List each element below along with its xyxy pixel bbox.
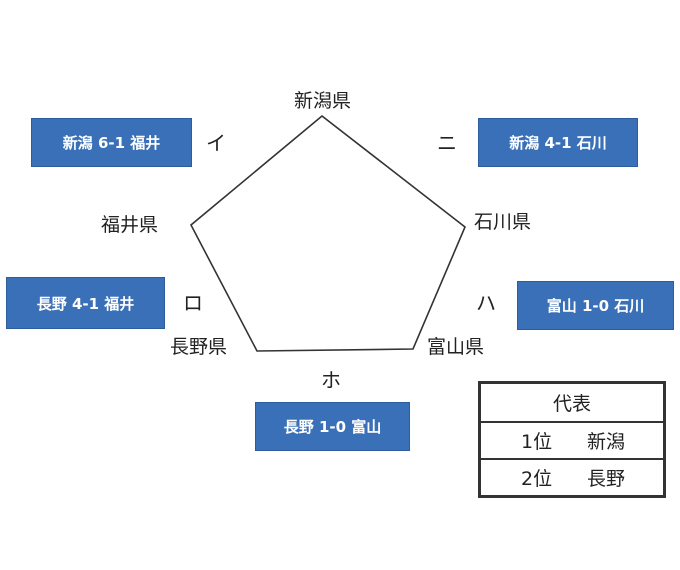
representatives-title: 代表 <box>552 393 591 415</box>
representative-row: 1位 新潟 <box>481 421 663 458</box>
team-name: 長野 <box>587 468 626 490</box>
vertex-label-toyama: 富山県 <box>427 336 485 358</box>
vertex-label-nagano: 長野県 <box>170 336 228 358</box>
team-name: 新潟 <box>587 431 626 453</box>
pentagon-outline <box>189 114 466 352</box>
match-box-nagano-fukui: 長野 4-1 福井 <box>6 277 165 329</box>
representatives-header: 代表 <box>481 384 663 421</box>
vertex-label-fukui: 福井県 <box>101 214 159 236</box>
edge-label-ha: ハ <box>476 291 496 315</box>
vertex-label-ishikawa: 石川県 <box>474 211 532 233</box>
vertex-label-niigata: 新潟県 <box>294 90 352 112</box>
match-box-toyama-ishikawa: 富山 1-0 石川 <box>517 281 674 330</box>
rank-label: 2位 <box>521 468 553 490</box>
match-box-niigata-fukui: 新潟 6-1 福井 <box>31 118 192 167</box>
representative-row: 2位 長野 <box>481 458 663 495</box>
edge-label-ni: ニ <box>437 131 457 155</box>
edge-label-ro: ロ <box>183 291 203 315</box>
representatives-table: 代表 1位 新潟 2位 長野 <box>478 381 666 498</box>
edge-label-ho: ホ <box>321 368 341 392</box>
rank-label: 1位 <box>521 431 553 453</box>
match-box-niigata-ishikawa: 新潟 4-1 石川 <box>478 118 638 167</box>
match-box-nagano-toyama: 長野 1-0 富山 <box>255 402 410 451</box>
edge-label-i: イ <box>206 131 226 155</box>
